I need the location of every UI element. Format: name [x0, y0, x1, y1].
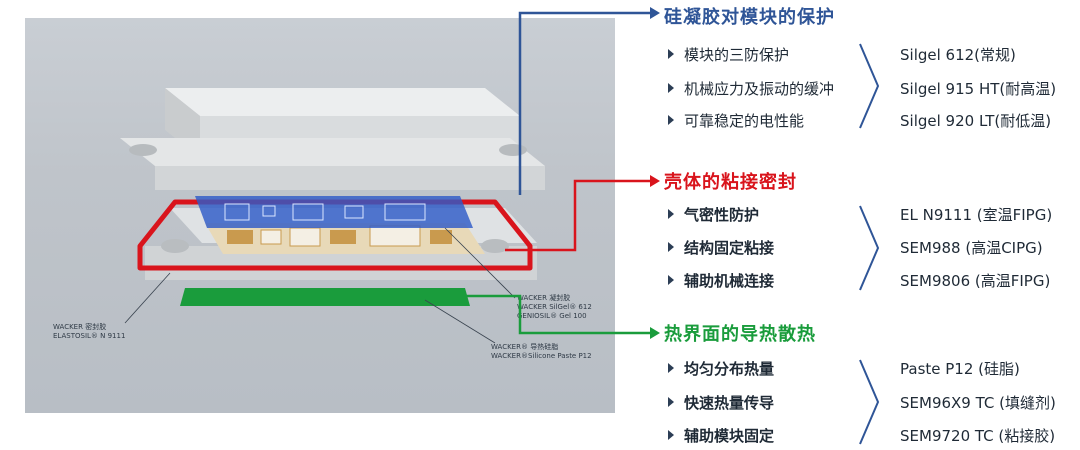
module-lid-flange-front: [155, 166, 545, 190]
label-gel: WACKER 凝封胶 WACKER SilGel® 612 GENIOSIL® …: [517, 294, 592, 320]
module-exploded-view: [120, 88, 545, 344]
gel-chip-4: [344, 205, 364, 219]
base-screw-post-left: [161, 239, 189, 253]
gel-chip-3: [292, 203, 324, 221]
base-plate-front: [145, 246, 537, 280]
section-title-thermal: 热界面的导热散热: [664, 324, 816, 345]
section-title-gel: 硅凝胶对模块的保护: [664, 7, 835, 28]
product-label: SEM96X9 TC (填缝剂): [900, 394, 1056, 412]
sealant-ring: [137, 199, 533, 271]
chip-pad-4: [330, 230, 356, 244]
product-label: Silgel 920 LT(耐低温): [900, 112, 1052, 130]
base-screw-post-right: [481, 239, 509, 253]
label-sealant: WACKER 密封胶 ELASTOSIL® N 9111: [53, 323, 126, 340]
product-label: Paste P12 (硅脂): [900, 360, 1020, 378]
thermal-paste-pad: [180, 288, 470, 306]
bullet-icon: [668, 430, 674, 440]
callout-line-gel: [518, 11, 650, 195]
product-label: SEM9720 TC (粘接胶): [900, 427, 1056, 445]
list-item: 快速热量传导: [668, 392, 774, 413]
gel-chip-5: [384, 203, 426, 221]
module-lid-flange-top: [120, 138, 545, 166]
chip-pad-1: [227, 230, 253, 244]
lid-screw-hole-left: [129, 144, 157, 156]
list-item: 模块的三防保护: [668, 44, 789, 65]
callout-arrow-seal: [650, 175, 660, 187]
bullet-icon: [668, 242, 674, 252]
bullet-icon: [668, 275, 674, 285]
list-item: 结构固定粘接: [668, 237, 774, 258]
product-label: Silgel 612(常规): [900, 46, 1016, 64]
list-item: 辅助机械连接: [668, 270, 774, 291]
list-item: 可靠稳定的电性能: [668, 110, 804, 131]
bullet-icon: [668, 115, 674, 125]
label-paste: WACKER® 导热硅脂 WACKER®Silicone Paste P12: [491, 343, 592, 360]
product-label: SEM988 (高温CIPG): [900, 239, 1043, 257]
leader-paste: [424, 299, 496, 344]
callout-line-seal: [505, 179, 650, 252]
callout-line-thermal: [380, 294, 650, 335]
bullet-icon: [668, 363, 674, 373]
gel-chip-1: [224, 203, 250, 221]
bullet-icon: [668, 209, 674, 219]
bullet-icon: [668, 397, 674, 407]
section-title-seal: 壳体的粘接密封: [664, 172, 797, 193]
callout-arrow-gel: [650, 7, 660, 19]
brace-gel: [859, 43, 880, 129]
list-item: 机械应力及振动的缓冲: [668, 78, 834, 99]
bullet-icon: [668, 49, 674, 59]
module-illustration: WACKER 密封胶 ELASTOSIL® N 9111 WACKER 凝封胶 …: [25, 18, 615, 413]
leader-sealant: [124, 272, 171, 324]
module-lid-top: [165, 88, 520, 116]
leader-gel: [444, 227, 516, 299]
product-label: SEM9806 (高温FIPG): [900, 272, 1051, 290]
list-item: 均匀分布热量: [668, 358, 774, 379]
callout-arrow-thermal: [650, 327, 660, 339]
gel-chip-2: [262, 205, 276, 217]
bullet-icon: [668, 83, 674, 93]
product-label: Silgel 915 HT(耐高温): [900, 80, 1057, 98]
list-item: 辅助模块固定: [668, 425, 774, 446]
chip-pad-6: [430, 230, 452, 244]
product-label: EL N9111 (室温FIPG): [900, 206, 1053, 224]
brace-thermal: [859, 359, 880, 445]
list-item: 气密性防护: [668, 204, 759, 225]
brace-seal: [859, 205, 880, 291]
chip-pad-2: [260, 229, 282, 245]
